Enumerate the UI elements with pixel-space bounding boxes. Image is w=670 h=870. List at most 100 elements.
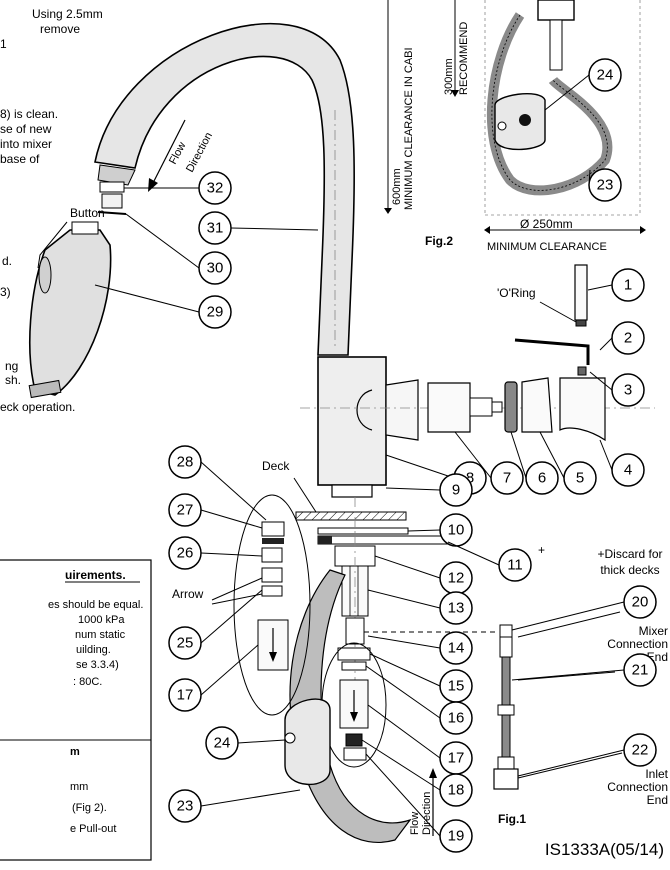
fig2-300-label: 300mm xyxy=(443,58,455,95)
callout-leader-14 xyxy=(367,635,441,649)
callout-circle-4 xyxy=(611,453,645,487)
callout-circle-23 xyxy=(168,789,202,823)
callout-leader-21 xyxy=(511,669,625,681)
callout-circle-17 xyxy=(168,678,202,712)
callout-leader-20 xyxy=(511,601,625,631)
callout-leader-17 xyxy=(367,704,441,759)
callout-leader-19 xyxy=(365,753,441,837)
part-15-nut xyxy=(337,647,371,661)
discard-note-2: thick decks xyxy=(600,563,659,577)
callout-number-9: 9 xyxy=(452,482,460,499)
fig1-label: Fig.1 xyxy=(498,812,526,826)
callout-circle-2 xyxy=(611,321,645,355)
left-instruction-text: Using 2.5mm remove 1 8) is clean. se of … xyxy=(0,7,105,414)
callout-number-4: 4 xyxy=(624,462,632,479)
part-18-washer xyxy=(345,733,363,747)
callout-number-22: 22 xyxy=(632,742,649,759)
callout-circle-20 xyxy=(623,585,657,619)
req2-line-3: (Fig 2). xyxy=(72,802,107,814)
req2-line-4: e Pull-out xyxy=(70,823,116,835)
callout-circle-24 xyxy=(205,726,239,760)
callout-leader-4 xyxy=(599,439,613,471)
instr-line-5: se of new xyxy=(0,122,52,136)
callout-circle-18 xyxy=(439,773,473,807)
callout-leader-5 xyxy=(539,431,565,479)
callout-number-19: 19 xyxy=(448,828,465,845)
deck-surface xyxy=(295,511,407,521)
req2-line-2: mm xyxy=(70,781,88,793)
callout-circle-26 xyxy=(168,536,202,570)
fig2-diameter: Ø 250mm xyxy=(520,217,573,231)
callout-leader-3 xyxy=(589,371,613,391)
part-22-nut xyxy=(493,768,519,790)
deck-label: Deck xyxy=(262,459,290,473)
instr-line-9: 3) xyxy=(0,285,11,299)
spout xyxy=(94,22,356,356)
fig1-inlet-2: Connection xyxy=(607,780,668,794)
callout-circle-30 xyxy=(198,251,232,285)
callout-leader-8 xyxy=(385,454,455,479)
req-line-5: se 3.3.4) xyxy=(76,659,119,671)
instr-line-3: 1 xyxy=(0,37,7,51)
part-16-washer xyxy=(341,661,367,671)
callout-number-16: 16 xyxy=(448,710,465,727)
instr-line-1: Using 2.5mm xyxy=(32,7,103,21)
callout-number-15: 15 xyxy=(448,678,465,695)
mixer-body xyxy=(300,356,655,498)
part-11-plate xyxy=(317,535,449,545)
callout-leader-13 xyxy=(367,589,441,609)
callout-circle-28 xyxy=(168,445,202,479)
callout-number-21: 21 xyxy=(632,662,649,679)
callout-circle-5 xyxy=(563,461,597,495)
callout-number-7: 7 xyxy=(503,470,511,487)
cartridge-assembly xyxy=(427,264,606,442)
callout-circle-9 xyxy=(439,473,473,507)
flow-label-top-2: Direction xyxy=(184,130,215,174)
callout-circle-14 xyxy=(439,631,473,665)
callout-leader-28 xyxy=(200,461,267,521)
callout-leader-22 xyxy=(517,749,625,777)
callout-circle-32 xyxy=(198,171,232,205)
callout-number-26: 26 xyxy=(177,545,194,562)
part-1-lever xyxy=(574,264,588,321)
arrow-label: Arrow xyxy=(172,587,204,601)
callout-number-24: 24 xyxy=(214,735,231,752)
spout-body xyxy=(94,22,356,356)
callout-leader-1 xyxy=(587,284,613,291)
callout-number-13: 13 xyxy=(448,600,465,617)
callout-number-31: 31 xyxy=(207,220,224,237)
callout-circle-13 xyxy=(439,591,473,625)
part-30-washer xyxy=(97,211,127,215)
callout-leader-16 xyxy=(365,665,441,719)
req2-line-1: m xyxy=(70,746,80,758)
fig2-300-sub: RECOMMEND xyxy=(458,22,470,95)
requirements-box: uirements. es should be equal. 1000 kPa … xyxy=(0,559,152,861)
callout-number-12: 12 xyxy=(448,570,465,587)
callout-number-32: 32 xyxy=(207,180,224,197)
callout-circle-16 xyxy=(439,701,473,735)
document-code: IS1333A(05/14) xyxy=(545,840,664,859)
callout-number-27: 27 xyxy=(177,502,194,519)
part-5-shroud xyxy=(521,377,553,433)
spray-button xyxy=(38,256,52,294)
callout-circle-25 xyxy=(168,626,202,660)
callout-circle-24 xyxy=(588,58,622,92)
flow-label-bottom-2: Direction xyxy=(421,792,433,835)
callout-number-17: 17 xyxy=(448,750,465,767)
fig1-mixer-1: Mixer xyxy=(639,624,668,638)
callout-leader-18 xyxy=(361,739,441,791)
instr-line-4: 8) is clean. xyxy=(0,107,58,121)
callout-leader-2 xyxy=(599,337,613,351)
exploded-ellipse xyxy=(233,494,311,716)
part-4-handle xyxy=(559,377,606,442)
callout-number-3: 3 xyxy=(624,382,632,399)
instr-line-10: ng xyxy=(5,359,18,373)
callout-leader-9 xyxy=(385,487,441,491)
part-callouts: 1234567891011121314151617171819202122232… xyxy=(94,58,657,853)
part-3-grubscrew xyxy=(577,366,587,376)
callout-number-25: 25 xyxy=(177,635,194,652)
pullout-hose-top xyxy=(97,164,136,215)
callout-leader-24 xyxy=(544,74,590,111)
fig2-600-label: 600mm xyxy=(391,168,403,205)
